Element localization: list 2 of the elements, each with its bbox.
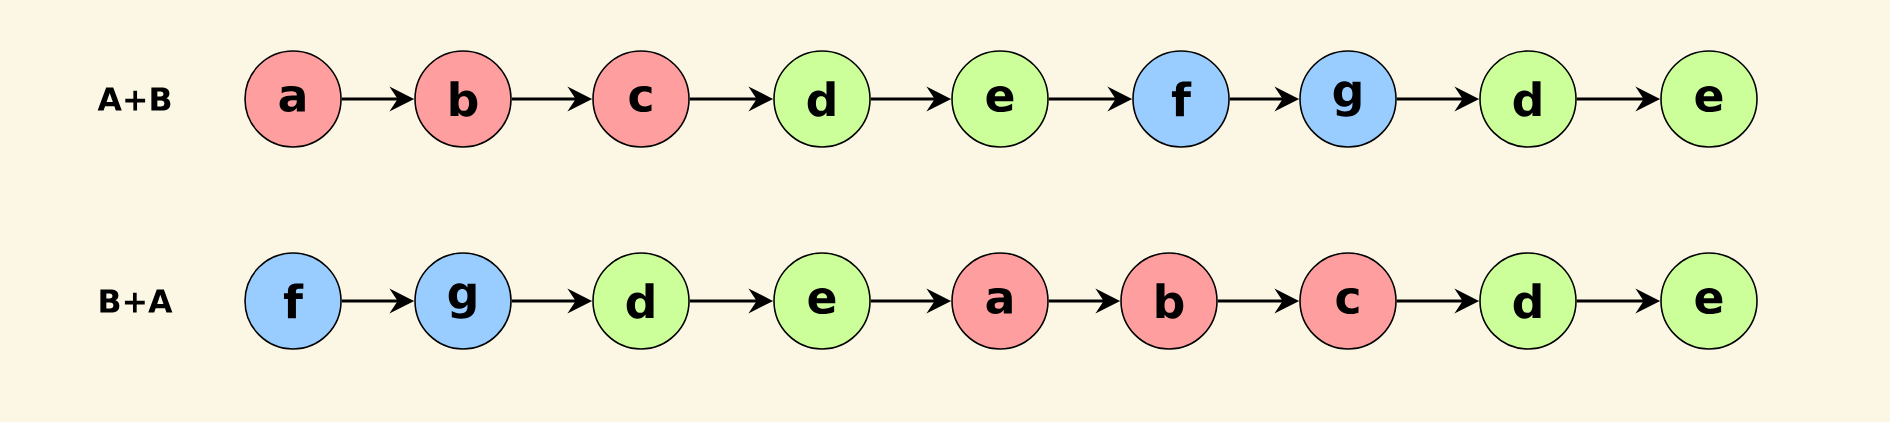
row-label: A+B — [97, 87, 171, 111]
row-label: B+A — [100, 289, 173, 313]
